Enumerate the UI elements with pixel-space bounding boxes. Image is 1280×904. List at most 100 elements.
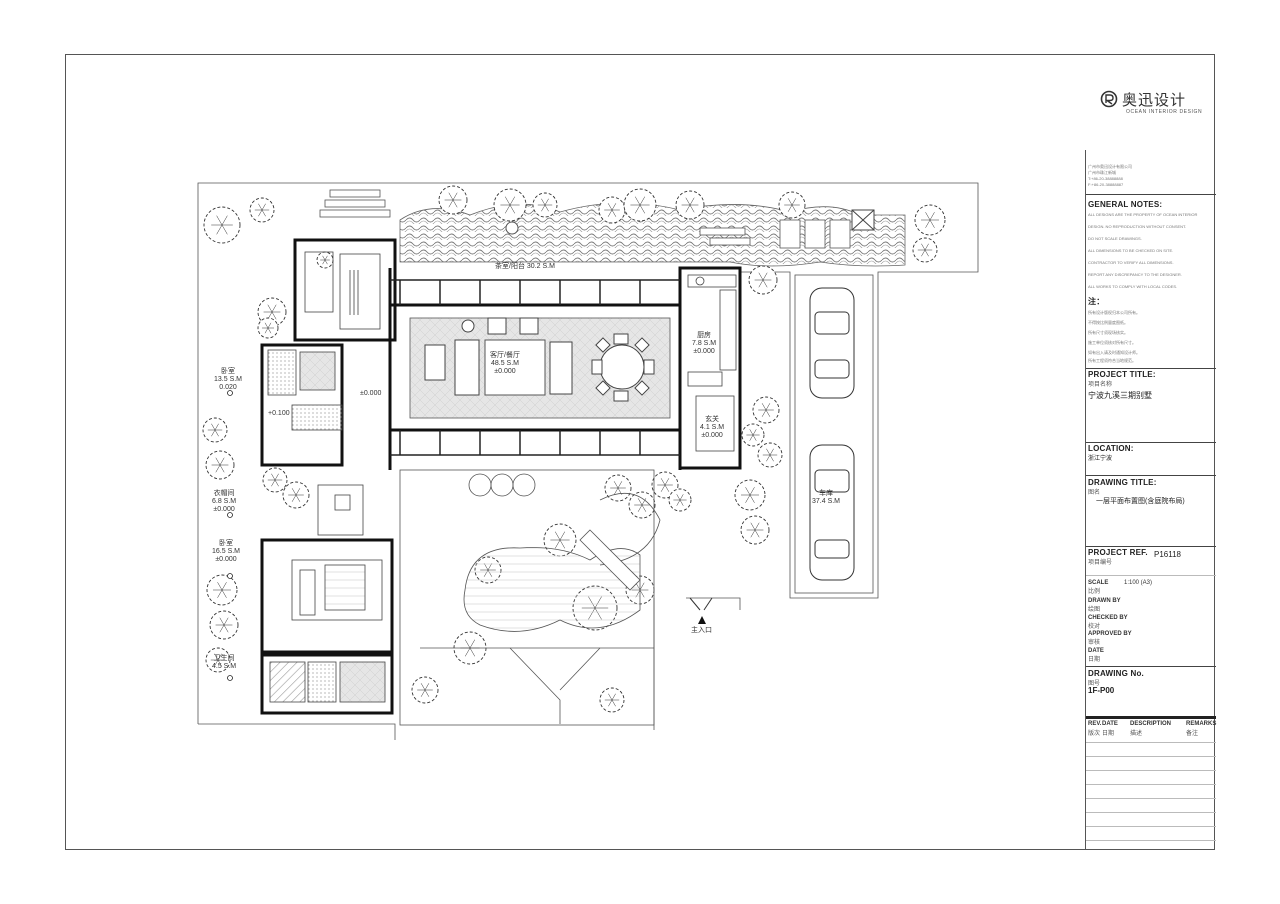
note-cn-5: 所有工程须符合当地规范。 — [1088, 358, 1136, 363]
drawing-no-value: 1F-P00 — [1088, 686, 1115, 695]
room-garage-area: 37.4 S.M — [812, 498, 841, 505]
drawing-title-label: DRAWING TITLE: — [1088, 478, 1157, 487]
room-corridor-area: 6.8 S.M — [212, 498, 237, 505]
room-bedroom2-level: ±0.000 — [215, 556, 237, 563]
note-en-5: REPORT ANY DISCREPANCY TO THE DESIGNER. — [1088, 272, 1182, 277]
location-value: 浙江宁波 — [1088, 456, 1113, 462]
rev-date-col-cn: 日期 — [1102, 731, 1115, 737]
room-bath2-name: 卫生间 — [213, 655, 235, 662]
location-label: LOCATION: — [1088, 444, 1134, 453]
central-hall-walls — [388, 266, 742, 470]
note-cn-2: 所有尺寸须现场核实。 — [1088, 330, 1128, 335]
level-hall: ±0.000 — [360, 390, 382, 397]
logo-mark-icon — [1100, 90, 1118, 108]
room-foyer-area: 4.1 S.M — [700, 424, 725, 431]
note-en-1: DESIGN. NO REPRODUCTION WITHOUT CONSENT. — [1088, 224, 1187, 229]
rev-col: REV. — [1088, 721, 1102, 727]
room-foyer-name: 玄关 — [705, 416, 720, 423]
stepping-stones — [319, 189, 851, 249]
scale-label: SCALE — [1088, 580, 1109, 586]
living-carpet — [409, 317, 671, 419]
room-bedroom1-name: 卧室 — [221, 368, 235, 375]
approved-by-label: APPROVED BY — [1088, 631, 1132, 637]
entrance-label: 主入口 — [691, 627, 712, 634]
room-tea-area: 30.2 S.M — [526, 263, 555, 270]
level-markers — [227, 390, 233, 681]
project-title-value: 宁波九溪三期别墅 — [1088, 391, 1152, 400]
company-line-3: F:+86-20-38888887 — [1088, 182, 1124, 187]
note-cn-0: 所有设计版权归本公司所有。 — [1088, 310, 1140, 315]
drawn-by-label: DRAWN BY — [1088, 598, 1121, 604]
entrance-marker — [689, 597, 713, 624]
company-line-0: 广州市奥迅设计有限公司 — [1088, 164, 1132, 169]
general-notes-title: GENERAL NOTES: — [1088, 200, 1163, 209]
marker-box — [851, 209, 875, 231]
note-en-3: ALL DIMENSIONS TO BE CHECKED ON SITE. — [1088, 248, 1174, 253]
project-title-sub: 项目名称 — [1088, 382, 1113, 388]
company-line-2: T:+86-20-38888888 — [1088, 176, 1123, 181]
logo-name: 奥迅设计 — [1122, 92, 1187, 109]
checked-by-label: CHECKED BY — [1088, 615, 1128, 621]
window-mullions — [390, 279, 680, 456]
drawing-no-label: DRAWING No. — [1088, 669, 1144, 678]
room-corridor-level: ±0.000 — [213, 506, 235, 513]
logo-subtitle: OCEAN INTERIOR DESIGN — [1126, 109, 1203, 115]
room-living-name: 客厅/餐厅 — [490, 352, 520, 359]
kitchen-fixtures — [687, 274, 737, 452]
approved-by-sub: 审核 — [1088, 640, 1101, 646]
company-logo: 奥迅设计 OCEAN INTERIOR DESIGN — [1100, 88, 1220, 118]
room-kitchen-name: 厨房 — [697, 332, 712, 339]
drawing-title-value: 一层平面布置图(含庭院布局) — [1096, 498, 1185, 505]
notes-cn-title: 注： — [1088, 297, 1105, 306]
rev-desc-col: DESCRIPTION — [1130, 721, 1172, 727]
room-foyer-level: ±0.000 — [701, 432, 723, 439]
courtyard — [399, 469, 661, 726]
room-garage-name: 车库 — [819, 490, 833, 497]
rev-col-cn: 版次 — [1088, 731, 1101, 737]
level-stair: +0.100 — [268, 410, 290, 417]
scale-sub: 比例 — [1088, 589, 1101, 595]
rev-desc-col-cn: 描述 — [1130, 731, 1143, 737]
drawing-title-sub: 图名 — [1088, 490, 1101, 496]
room-living-area: 48.5 S.M — [490, 360, 519, 367]
room-tea: 茶室/阳台 30.2 S.M — [495, 263, 555, 271]
room-bedroom2-area: 16.5 S.M — [212, 548, 241, 555]
note-en-2: DO NOT SCALE DRAWINGS. — [1088, 236, 1142, 241]
trees — [202, 185, 946, 713]
drawing-sheet-border — [65, 54, 1215, 850]
room-corridor-name: 衣帽间 — [213, 490, 235, 497]
scale-value: 1:100 (A3) — [1124, 580, 1153, 586]
project-ref-sub: 项目编号 — [1088, 560, 1113, 566]
note-en-0: ALL DESIGNS ARE THE PROPERTY OF OCEAN IN… — [1088, 212, 1198, 217]
left-wing-detail — [267, 251, 386, 703]
rev-remarks-col-cn: 备注 — [1186, 731, 1199, 737]
rev-remarks-col: REMARKS — [1186, 721, 1217, 727]
room-bedroom1-area: 13.5 S.M — [214, 376, 243, 383]
drawn-by-sub: 绘图 — [1088, 607, 1101, 613]
note-en-4: CONTRACTOR TO VERIFY ALL DIMENSIONS. — [1088, 260, 1174, 265]
note-en-6: ALL WORKS TO COMPLY WITH LOCAL CODES. — [1088, 284, 1178, 289]
rev-date-col: DATE — [1102, 721, 1118, 727]
drawing-no-sub: 图号 — [1088, 681, 1101, 687]
note-cn-1: 不得按比例量度图纸。 — [1088, 320, 1128, 325]
checked-by-sub: 校对 — [1088, 624, 1101, 630]
note-cn-3: 施工单位须核对所有尺寸。 — [1088, 340, 1136, 345]
company-line-1: 广州市珠江新城 — [1088, 170, 1116, 175]
date-sub: 日期 — [1088, 657, 1101, 663]
garage — [794, 274, 874, 594]
room-bedroom1-level: 0.020 — [219, 384, 237, 391]
project-title-label: PROJECT TITLE: — [1088, 370, 1156, 379]
note-cn-4: 如有出入请及时通知设计师。 — [1088, 350, 1140, 355]
title-block: 广州市奥迅设计有限公司 广州市珠江新城 T:+86-20-38888888 F:… — [1085, 150, 1216, 850]
room-kitchen-area: 7.8 S.M — [692, 340, 717, 347]
project-ref-label: PROJECT REF. — [1088, 548, 1148, 557]
